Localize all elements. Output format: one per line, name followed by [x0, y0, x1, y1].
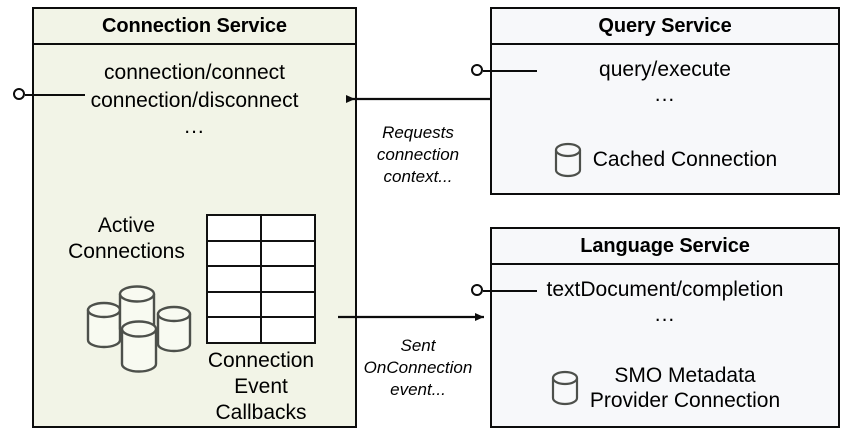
- query-service-title: Query Service: [598, 15, 732, 37]
- language-service-endpoint-list: textDocument/completion ...: [492, 277, 838, 326]
- language-service-title: Language Service: [580, 235, 750, 257]
- smo-metadata-provider-connection-label: SMO Metadata Provider Connection: [590, 363, 780, 414]
- connection-service-component[interactable]: Connection Service connection/connect co…: [32, 7, 357, 428]
- table-cell: [208, 292, 262, 317]
- connection-service-title: Connection Service: [102, 15, 287, 37]
- table-cell: [262, 242, 314, 266]
- callbacks-label-line1: Connection: [207, 349, 315, 372]
- connection-service-endpoint-ellipsis: ...: [184, 115, 205, 139]
- connection-service-endpoint-list: connection/connect connection/disconnect…: [34, 59, 355, 138]
- active-connections-cylinder-cluster-icon: [86, 285, 192, 373]
- table-row: [208, 216, 314, 242]
- database-cylinder-icon: [86, 301, 122, 349]
- requests-connection-context-arrow: [346, 95, 492, 103]
- table-row: [208, 241, 314, 268]
- query-service-endpoint-list: query/execute ...: [492, 57, 838, 106]
- requests-label-line1: Requests: [382, 123, 454, 142]
- sent-onconnection-event-arrow: [338, 313, 484, 321]
- active-connections-label-line1: Active: [97, 214, 156, 237]
- database-cylinder-icon: [156, 305, 192, 353]
- table-cell: [262, 293, 314, 317]
- lollipop-stem: [483, 70, 537, 72]
- cached-connection-label: Cached Connection: [592, 148, 778, 172]
- language-service-body: textDocument/completion ... SMO Metadata…: [492, 265, 838, 426]
- table-cell: [208, 241, 262, 266]
- endpoint-textdocument-completion: textDocument/completion: [546, 278, 784, 301]
- table-cell: [262, 318, 314, 342]
- query-service-artifact: Cached Connection: [492, 139, 838, 181]
- table-cell: [208, 267, 262, 291]
- endpoint-query-execute: query/execute: [599, 58, 731, 81]
- sent-label-line2: OnConnection: [363, 358, 473, 378]
- active-connections-label: Active Connections: [44, 213, 209, 265]
- endpoint-connection-connect: connection/connect: [104, 61, 285, 84]
- database-cylinder-icon: [551, 371, 578, 406]
- query-service-provided-interface-icon[interactable]: [471, 64, 537, 78]
- language-service-provided-interface-icon[interactable]: [471, 284, 537, 298]
- table-row: [208, 318, 314, 342]
- connection-service-body: connection/connect connection/disconnect…: [34, 45, 355, 426]
- language-service-artifact: SMO Metadata Provider Connection: [492, 363, 838, 414]
- callbacks-label-line2: Event: [234, 375, 288, 399]
- sent-label-line1: Sent: [400, 336, 436, 355]
- requests-label-line2: connection: [376, 145, 460, 165]
- language-service-component[interactable]: Language Service textDocument/completion…: [490, 227, 840, 428]
- active-connections-label-line2: Connections: [68, 240, 185, 264]
- connection-service-provided-interface-icon[interactable]: [13, 88, 85, 102]
- table-row: [208, 292, 314, 319]
- query-service-component[interactable]: Query Service query/execute ... Cached C…: [490, 7, 840, 195]
- requests-label-line3: context...: [383, 167, 453, 187]
- callbacks-label-line3: Callbacks: [215, 401, 307, 425]
- table-cell: [262, 216, 314, 240]
- connection-event-callbacks-table: [206, 214, 316, 344]
- query-service-title-bar: Query Service: [492, 9, 838, 45]
- artifact-label-line1: SMO Metadata: [614, 363, 756, 387]
- lollipop-interface-icon: [471, 64, 483, 76]
- artifact-label-line2: Provider Connection: [589, 389, 781, 413]
- endpoint-connection-disconnect: connection/disconnect: [90, 89, 299, 113]
- database-cylinder-icon: [120, 320, 158, 373]
- lollipop-stem: [25, 94, 85, 96]
- language-service-title-bar: Language Service: [492, 229, 838, 265]
- table-cell: [208, 216, 262, 240]
- query-service-body: query/execute ... Cached Connection: [492, 45, 838, 193]
- table-row: [208, 267, 314, 293]
- sent-label-line3: event...: [390, 380, 446, 400]
- lollipop-stem: [483, 290, 537, 292]
- table-cell: [208, 318, 262, 342]
- sent-onconnection-event-label: Sent OnConnection event...: [356, 335, 480, 401]
- connection-service-title-bar: Connection Service: [34, 9, 355, 45]
- language-service-endpoint-ellipsis: ...: [654, 303, 676, 327]
- requests-connection-context-label: Requests connection context...: [356, 122, 480, 188]
- table-cell: [262, 267, 314, 291]
- query-service-endpoint-ellipsis: ...: [654, 83, 676, 107]
- lollipop-interface-icon: [13, 88, 25, 100]
- connection-event-callbacks-label: Connection Event Callbacks: [186, 348, 336, 426]
- lollipop-interface-icon: [471, 284, 483, 296]
- database-cylinder-icon: [554, 142, 581, 178]
